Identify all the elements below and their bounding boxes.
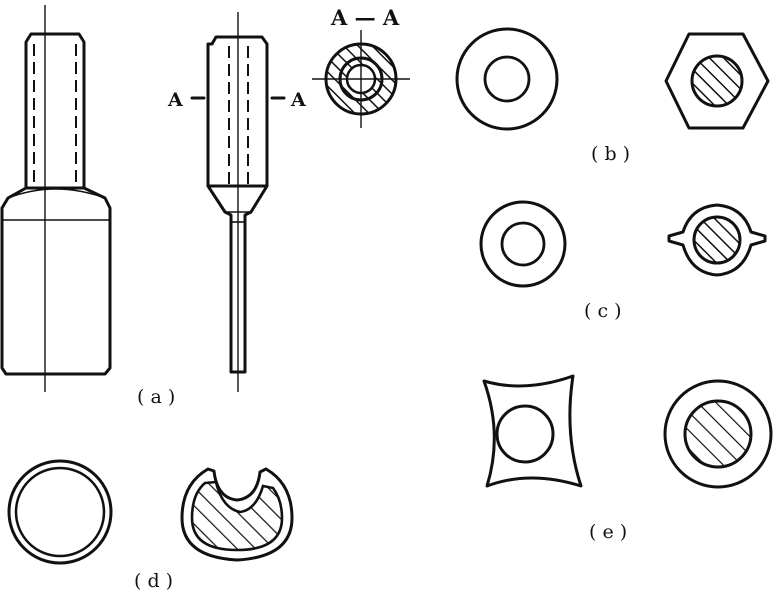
section-a-a-view xyxy=(312,30,410,128)
part-e-round-section xyxy=(663,379,773,489)
part-d-tube-ring xyxy=(7,459,113,565)
part-c-washer xyxy=(479,200,567,288)
part-e-concave-blank xyxy=(482,374,583,488)
part-a-large-shaft xyxy=(0,5,112,392)
label-b: ( b ) xyxy=(591,143,630,165)
cut-mark-left: A xyxy=(167,89,183,111)
label-a: ( a ) xyxy=(137,386,175,408)
part-a-punch xyxy=(190,12,286,392)
section-title: A — A xyxy=(330,5,400,30)
part-b-hex-section xyxy=(664,32,770,130)
part-d-notched-section xyxy=(180,467,294,562)
label-e: ( e ) xyxy=(589,521,627,543)
cut-mark-right: A xyxy=(290,89,306,111)
label-d: ( d ) xyxy=(134,570,173,592)
part-b-washer xyxy=(455,27,559,131)
part-c-flash-section xyxy=(667,203,767,277)
label-c: ( c ) xyxy=(584,300,622,322)
